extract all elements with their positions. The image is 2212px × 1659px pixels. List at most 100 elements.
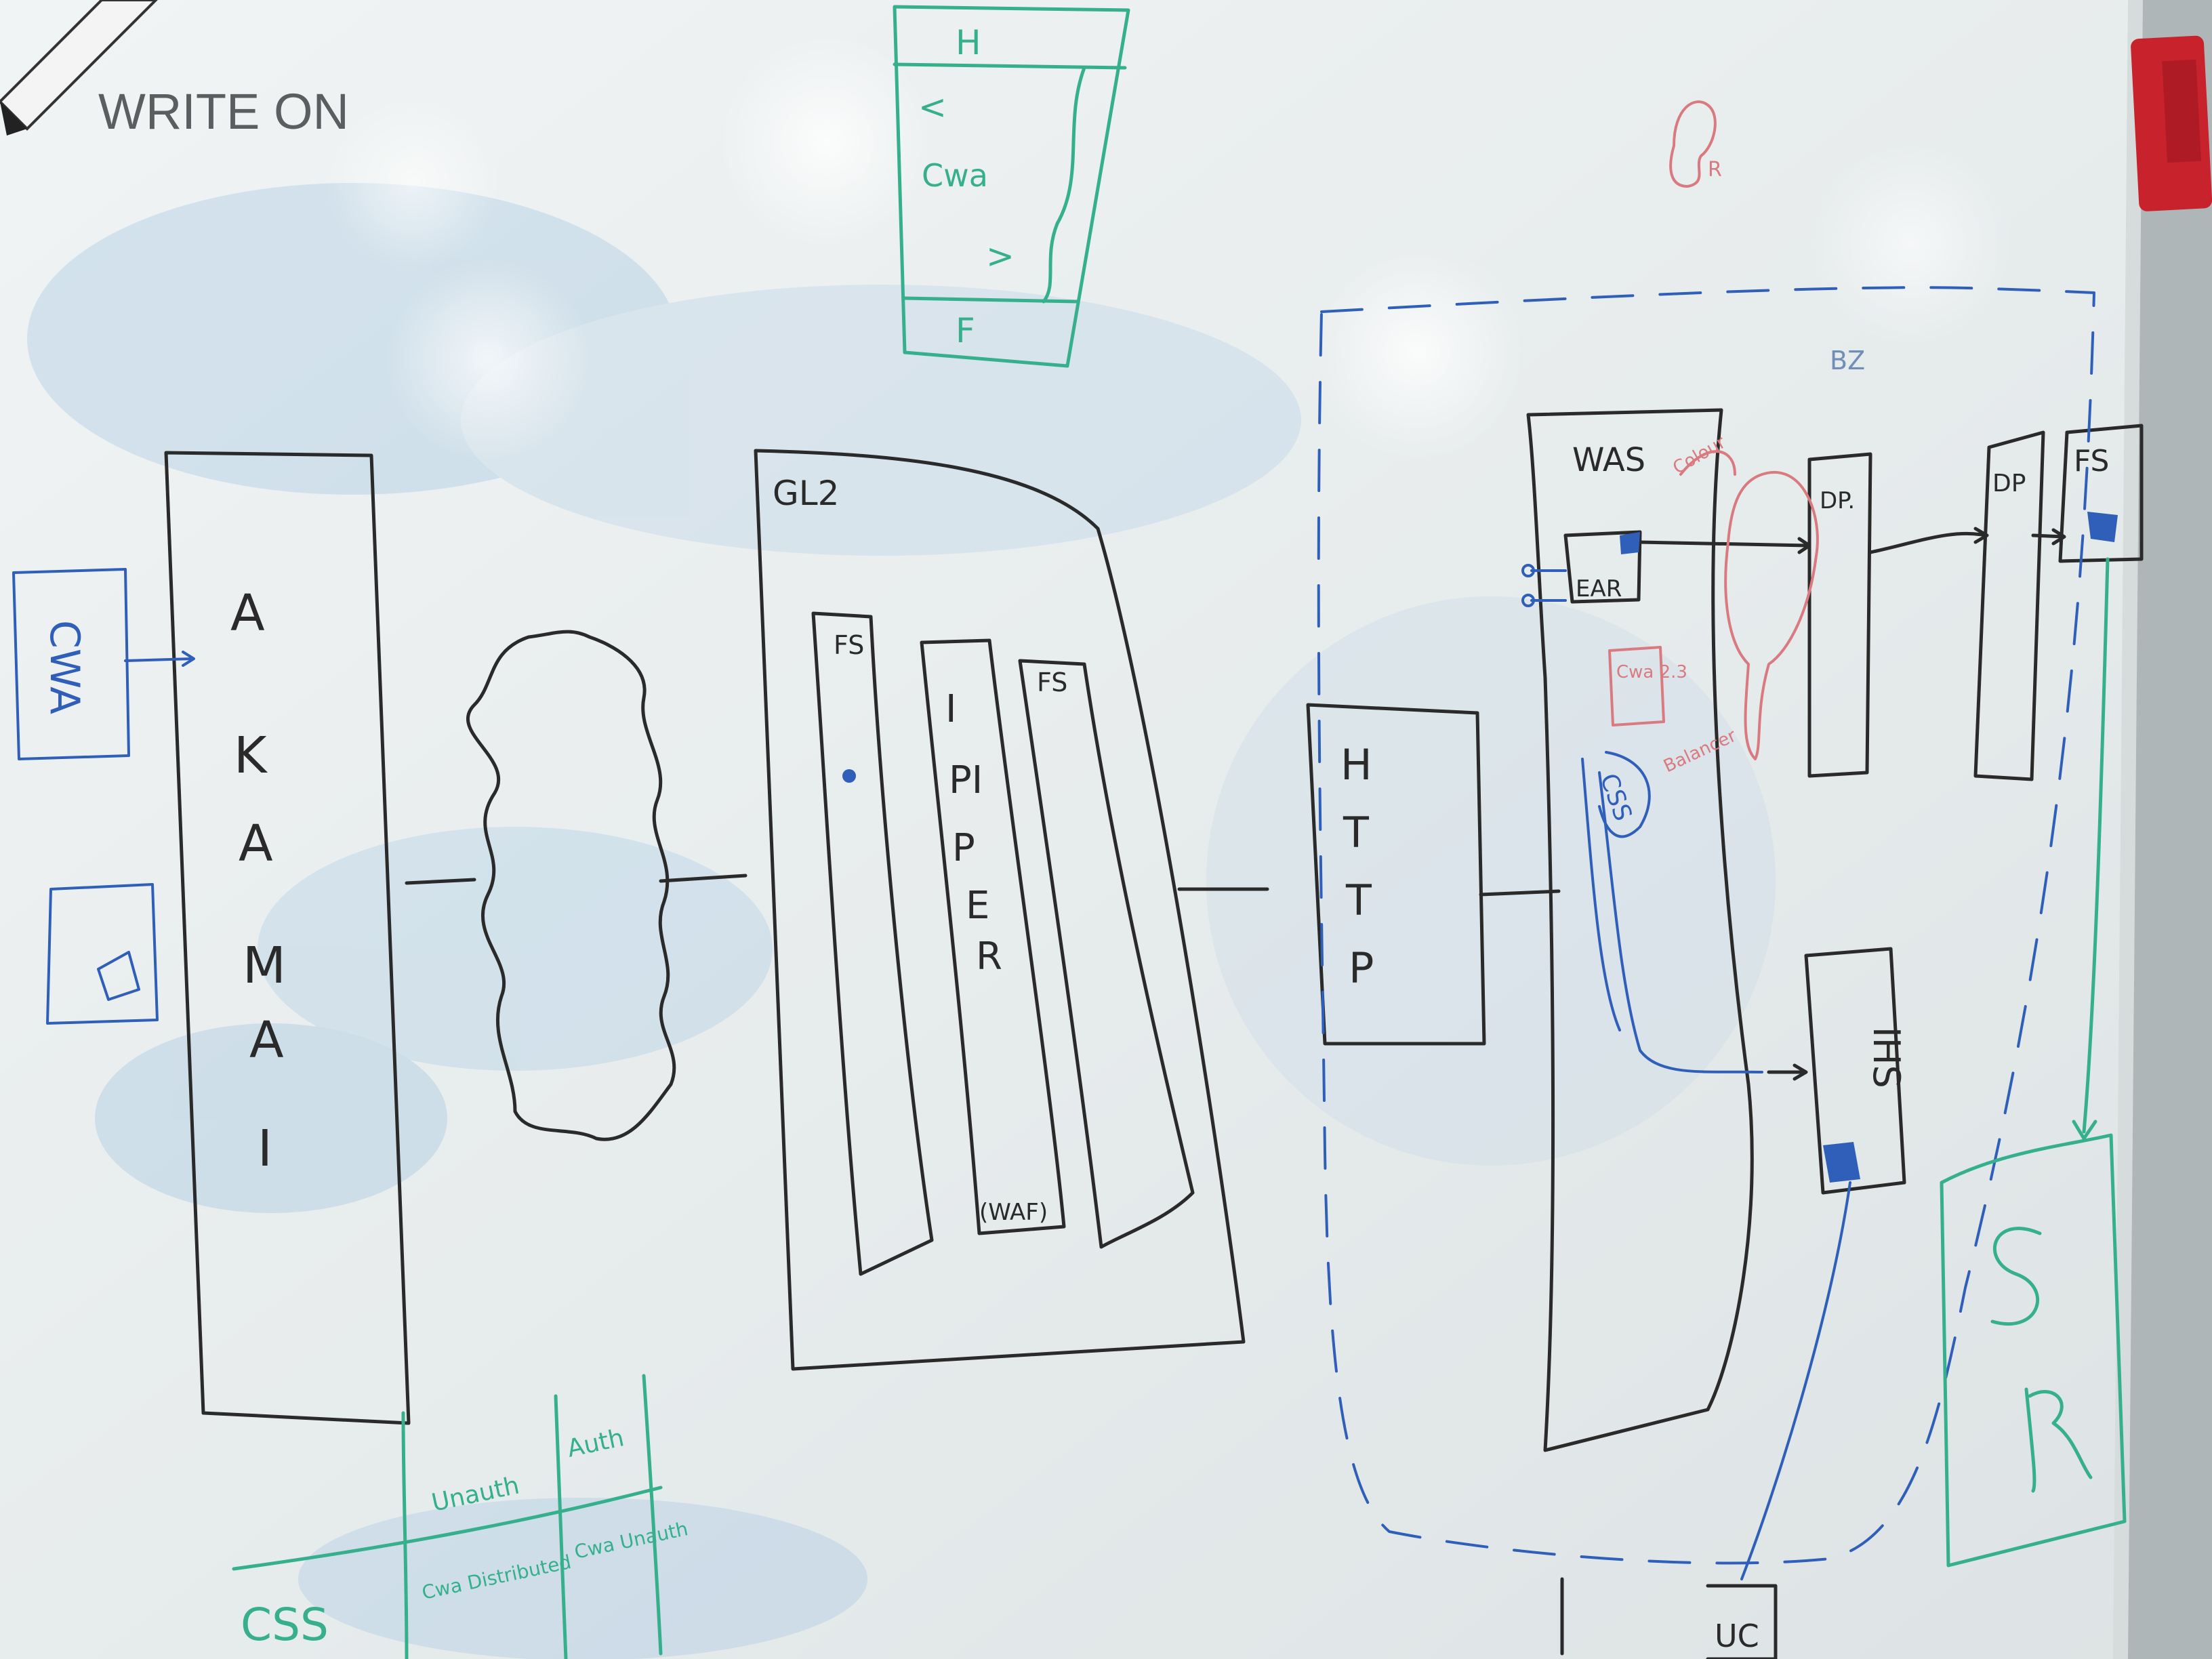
svg-text:I: I xyxy=(945,687,957,731)
gl2-fs-right-strip xyxy=(1018,659,1195,1249)
mobile-client-box xyxy=(46,883,159,1025)
table-col-line-1 xyxy=(401,1411,409,1659)
css-to-ihs-line xyxy=(1598,771,1763,1073)
svg-text:T: T xyxy=(1343,808,1370,857)
sr-box xyxy=(1940,1133,2127,1568)
arrow-css-ihs-head xyxy=(1793,1063,1808,1081)
ear-box xyxy=(1563,530,1642,604)
table-row-line xyxy=(232,1486,663,1571)
svg-text:<: < xyxy=(918,87,947,127)
ear-label: EAR xyxy=(1576,575,1622,602)
svg-text:A: A xyxy=(249,1011,284,1069)
uc-box xyxy=(1706,1584,1778,1659)
svg-text:H: H xyxy=(956,23,981,62)
gl2-box xyxy=(754,449,1246,1371)
svg-text:E: E xyxy=(966,884,989,928)
svg-text:Cwa: Cwa xyxy=(922,157,988,194)
red-colour-curve xyxy=(1679,450,1736,476)
arrow-ear-dp1 xyxy=(1638,540,1810,548)
svg-text:T: T xyxy=(1345,876,1372,925)
mobile-client-icon xyxy=(97,951,140,1001)
blue-fills xyxy=(842,512,2118,1183)
dp2-label: DP xyxy=(1992,470,2026,497)
bz-label: BZ xyxy=(1830,346,1865,375)
was-box xyxy=(1526,408,1754,1452)
arrow-dp1-dp2-head xyxy=(1973,527,1989,544)
akamai-letters: A K A M A I xyxy=(230,584,286,1178)
red-cwa-box xyxy=(1608,646,1665,726)
gl2-fs-right-label: FS xyxy=(1037,668,1067,697)
dp1-label: DP. xyxy=(1820,487,1855,514)
dp1-box xyxy=(1807,452,1872,778)
link-akamai-cloud xyxy=(405,878,476,885)
fs-to-sr-line xyxy=(2082,557,2110,1134)
fs-to-sr-head xyxy=(2072,1120,2097,1141)
gl2-label: GL2 xyxy=(773,474,839,513)
arrow-cwa-akamai xyxy=(124,657,194,662)
css-to-ihs-line-2 xyxy=(1581,758,1621,1031)
http-letters: H T T P xyxy=(1340,740,1374,993)
svg-text:M: M xyxy=(243,937,286,995)
red-top-sketch xyxy=(1669,100,1717,188)
css-bubble xyxy=(1598,751,1651,838)
brand-label: WRITE ON xyxy=(98,83,349,140)
light-glare xyxy=(325,34,2013,461)
page-body-curve xyxy=(1042,66,1086,304)
internet-cloud xyxy=(466,630,676,1141)
fs-top-right-box xyxy=(2058,424,2144,563)
table-col-line-2 xyxy=(554,1394,568,1659)
gl2-ripper-strip xyxy=(920,638,1066,1235)
sr-letter-s xyxy=(1990,1227,2042,1326)
ripper-letters: I PI P E R xyxy=(945,687,1002,979)
arrow-ear-dp1-head xyxy=(1797,537,1811,554)
eraser xyxy=(2131,35,2212,211)
marker-pen xyxy=(0,0,158,136)
link-cloud-gl2 xyxy=(659,874,747,883)
gl2-fs-left-strip xyxy=(811,611,934,1276)
link-http-was xyxy=(1479,889,1561,897)
gl2-waf-label: (WAF) xyxy=(979,1199,1048,1226)
page-footer-divider xyxy=(903,296,1080,304)
board-frame-edge xyxy=(2113,0,2143,1659)
ihs-to-uc-line xyxy=(1740,1181,1851,1580)
table-row-label: CSS xyxy=(241,1599,329,1651)
http-box xyxy=(1306,703,1486,1046)
sr-letter-r xyxy=(2024,1387,2093,1493)
cwa-client-label: CWA xyxy=(41,620,88,714)
ihs-box xyxy=(1804,947,1906,1195)
fs-top-right-label: FS xyxy=(2074,444,2109,478)
page-header-divider xyxy=(893,62,1127,70)
page-sketch-text: H < Cwa > F xyxy=(918,23,1015,350)
red-cwa-box-label: Cwa 2.3 xyxy=(1616,662,1687,682)
svg-text:I: I xyxy=(258,1120,272,1178)
board-frame-right xyxy=(2121,0,2212,1659)
red-top-label: R xyxy=(1708,158,1722,182)
page-sketch-box xyxy=(893,5,1130,368)
svg-text:F: F xyxy=(956,311,975,350)
svg-text:A: A xyxy=(230,584,265,642)
svg-text:R: R xyxy=(976,935,1002,979)
dp2-box xyxy=(1973,430,2045,781)
arrow-dp1-dp2 xyxy=(1868,531,1988,554)
svg-text:P: P xyxy=(1349,943,1374,993)
table-col-line-3 xyxy=(642,1374,663,1656)
gl2-fs-left-label: FS xyxy=(834,630,864,660)
akamai-box xyxy=(164,451,411,1425)
was-label: WAS xyxy=(1572,441,1645,479)
cwa-client-box xyxy=(12,568,130,760)
svg-text:>: > xyxy=(986,237,1015,276)
svg-text:P: P xyxy=(952,826,975,870)
red-balancer-shape xyxy=(1724,471,1819,760)
arrow-dp2-fs xyxy=(2031,533,2066,539)
arrow-cwa-akamai-head xyxy=(182,651,195,667)
svg-text:H: H xyxy=(1340,740,1372,790)
svg-text:K: K xyxy=(234,726,268,785)
bz-dashed-zone xyxy=(1317,286,2095,1565)
svg-text:PI: PI xyxy=(949,758,983,802)
arrow-dp2-fs-head xyxy=(2051,528,2066,546)
uc-label: UC xyxy=(1715,1618,1759,1654)
svg-text:A: A xyxy=(239,815,273,873)
ihs-label: IHS xyxy=(1865,1027,1908,1088)
